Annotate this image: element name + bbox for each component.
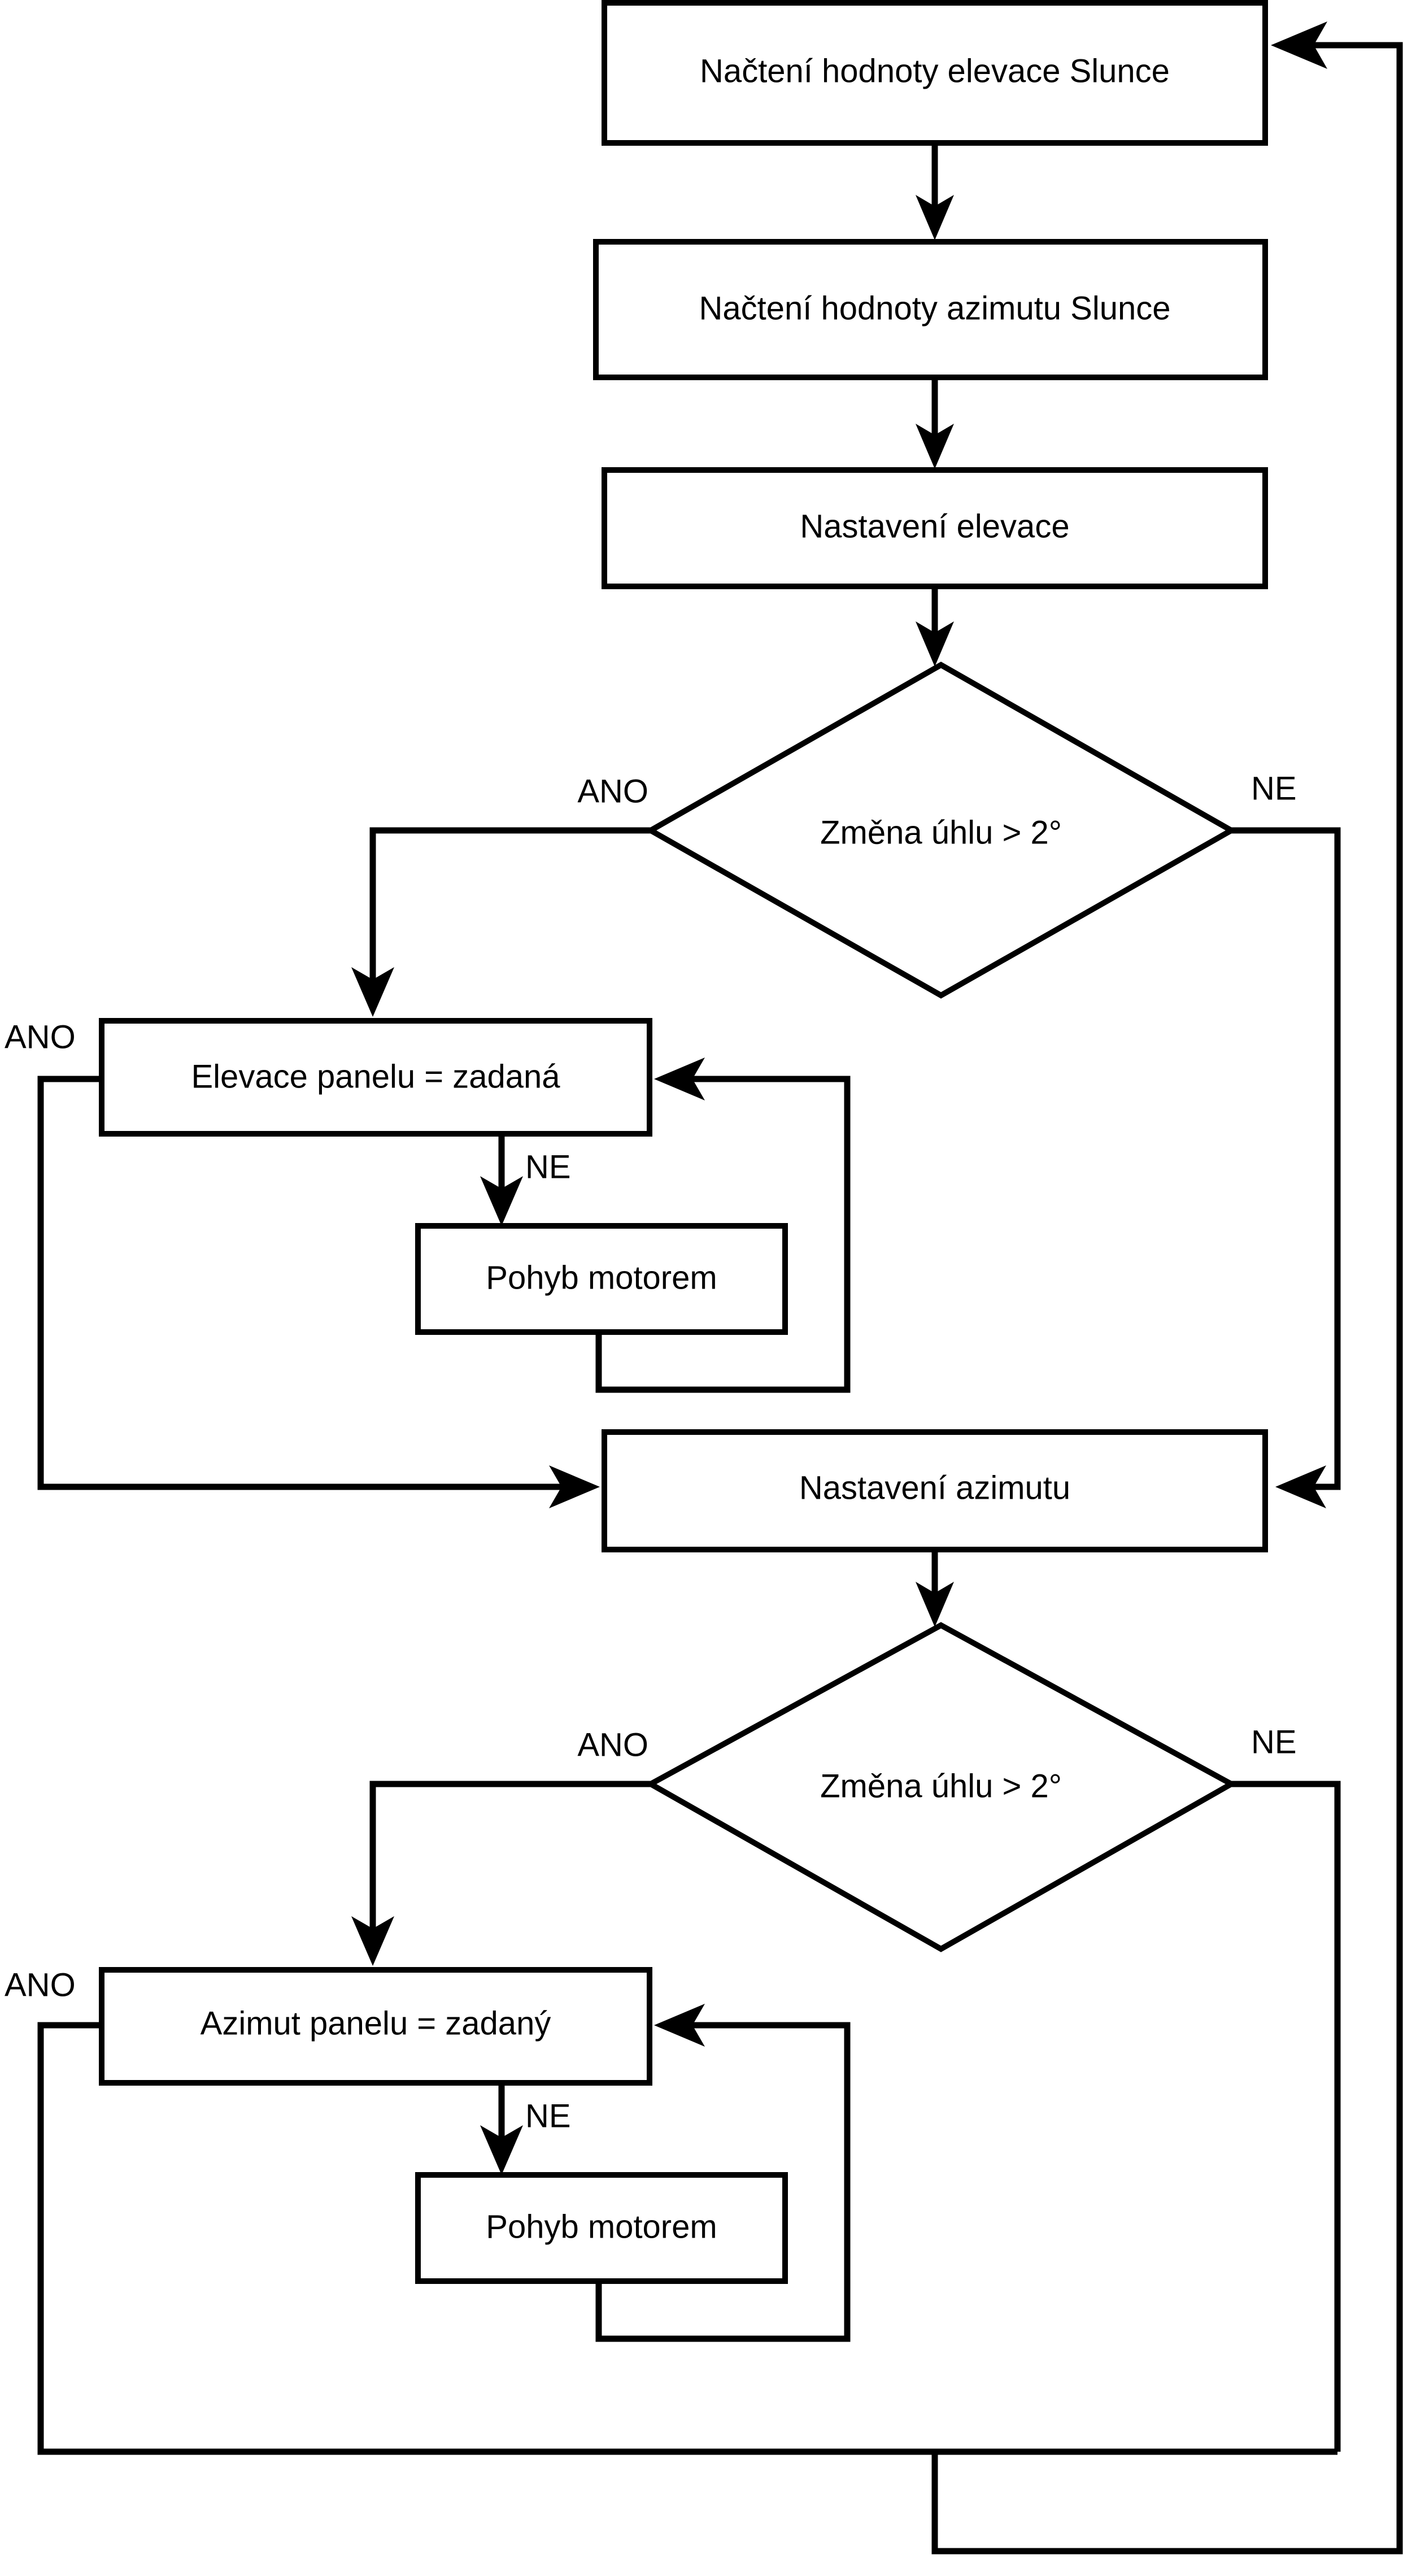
node-panel-elevation-equal[interactable]: Elevace panelu = zadaná [99,1018,652,1137]
edge-panel-azimuth-yes [37,2022,1337,2455]
edge-set-azimuth-to-decision-azimuth [916,1549,954,1627]
node-read-azimuth[interactable]: Načtení hodnoty azimutu Slunce [593,239,1268,380]
node-panel-azimuth-equal[interactable]: Azimut panelu = zadaný [99,1967,652,2086]
edge-label-panel-azimuth-no: NE [525,2098,571,2134]
node-set-azimuth-label: Nastavení azimutu [799,1469,1070,1506]
edge-label-decision-azimuth-no: NE [1251,1724,1297,1760]
edge-set-elevation-to-decision-elevation [916,586,954,667]
node-motor-move-azimuth[interactable]: Pohyb motorem [415,2172,788,2284]
edge-panel-elevation-no [480,1134,523,1226]
edge-decision-elevation-yes [351,827,651,1017]
node-decision-elevation-label: Změna úhlu > 2° [820,814,1062,851]
edge-motor-elevation-loopback [595,1058,851,1393]
node-decision-azimuth[interactable]: Změna úhlu > 2° [644,1622,1238,1952]
node-decision-azimuth-label: Změna úhlu > 2° [820,1768,1062,1804]
edge-label-decision-elevation-yes: ANO [577,773,648,810]
node-read-elevation-label: Načtení hodnoty elevace Slunce [700,53,1170,89]
edge-main-return-loop [931,21,1403,2555]
edge-decision-azimuth-no [1231,1781,1341,2452]
node-panel-elevation-label: Elevace panelu = zadaná [191,1058,560,1095]
edge-label-panel-azimuth-yes: ANO [5,1966,76,2003]
node-set-elevation[interactable]: Nastavení elevace [602,467,1268,589]
node-panel-azimuth-label: Azimut panelu = zadaný [201,2005,551,2042]
edge-read-azimuth-to-set-elevation [916,377,954,469]
node-motor-move-azimuth-label: Pohyb motorem [486,2208,717,2245]
node-motor-move-elevation-label: Pohyb motorem [486,1259,717,1296]
node-read-azimuth-label: Načtení hodnoty azimutu Slunce [699,290,1170,327]
edge-label-decision-elevation-no: NE [1251,770,1297,807]
node-set-elevation-label: Nastavení elevace [800,508,1069,545]
node-motor-move-elevation[interactable]: Pohyb motorem [415,1223,788,1335]
edge-label-decision-azimuth-yes: ANO [577,1726,648,1763]
edge-label-panel-elevation-yes: ANO [5,1019,76,1055]
edge-panel-azimuth-no [480,2085,523,2175]
node-decision-elevation[interactable]: Změna úhlu > 2° [644,662,1238,999]
edge-motor-azimuth-loopback [595,2004,851,2342]
edge-label-panel-elevation-no: NE [525,1148,571,1185]
node-read-elevation[interactable]: Načtení hodnoty elevace Slunce [602,0,1268,146]
edge-decision-azimuth-yes [351,1781,651,1966]
node-set-azimuth[interactable]: Nastavení azimutu [602,1429,1268,1552]
edge-panel-elevation-yes [37,1076,600,1508]
edge-read-elevation-to-read-azimuth [916,143,954,240]
edge-decision-elevation-no [1231,827,1341,1508]
